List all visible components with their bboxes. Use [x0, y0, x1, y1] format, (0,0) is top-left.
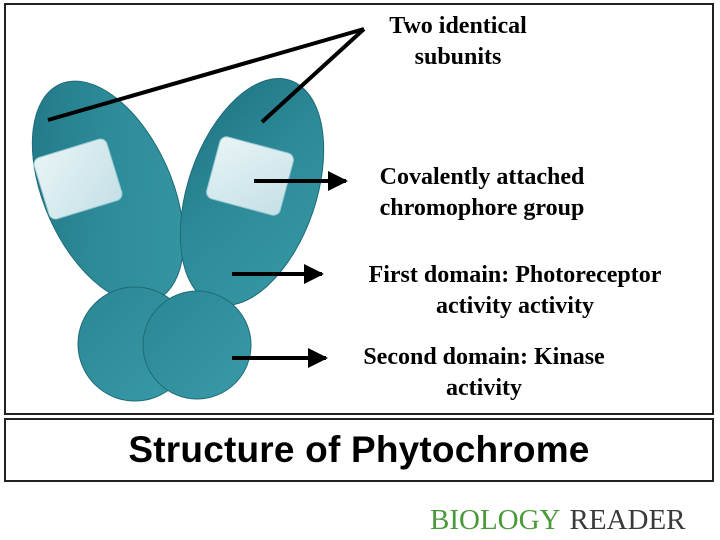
brand-word-2: READER — [569, 504, 686, 536]
label-first-domain-line1: First domain: Photoreceptor — [368, 262, 662, 288]
label-chromophore-line1: Covalently attached — [379, 164, 585, 190]
subunit-pointer-right — [260, 27, 366, 124]
subunit-pointer-left — [47, 27, 365, 122]
right-domain-circle — [142, 290, 252, 400]
label-second-domain: Second domain: Kinase activity — [330, 342, 638, 404]
title-box: Structure of Phytochrome — [4, 418, 714, 482]
brand-word-1: BIOLOGY — [430, 504, 561, 536]
label-first-domain: First domain: Photoreceptor activity act… — [326, 260, 704, 322]
label-subunits-line2: subunits — [414, 44, 502, 70]
label-first-domain-line2: activity activity — [436, 293, 594, 319]
label-second-domain-line2: activity — [446, 375, 522, 401]
label-chromophore-line2: chromophore group — [379, 195, 585, 221]
phytochrome-illustration — [31, 27, 366, 402]
page-title: Structure of Phytochrome — [128, 429, 590, 470]
label-subunits-line1: Two identical — [389, 13, 527, 39]
label-subunits: Two identical subunits — [368, 11, 548, 73]
label-second-domain-line1: Second domain: Kinase — [363, 344, 605, 370]
right-chromophore — [206, 136, 294, 216]
label-chromophore: Covalently attached chromophore group — [350, 162, 614, 224]
left-chromophore — [33, 138, 123, 220]
